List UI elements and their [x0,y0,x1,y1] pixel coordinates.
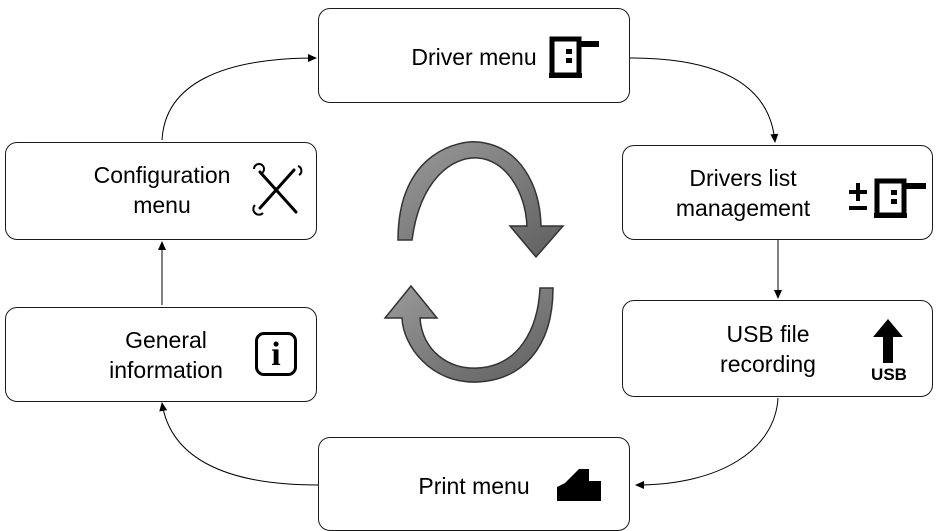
label-line: General [125,327,207,353]
usb-label: USB [871,365,907,384]
info-glyph: i [271,336,281,373]
node-usb-file-recording[interactable]: USB file recording USB [622,300,933,397]
node-print-menu[interactable]: Print menu [318,437,630,531]
label-line: USB file [726,321,810,347]
node-configuration-menu[interactable]: Configuration menu [5,142,317,240]
connector-config-to-driver [161,54,317,141]
label-line: menu [133,192,191,218]
tools-icon [252,163,303,216]
node-driver-menu-label: Driver menu [389,42,559,72]
print-icon [557,469,601,501]
node-driver-menu[interactable]: Driver menu [318,8,630,103]
node-general-info-label: General information [86,325,246,385]
circular-arrows-icon [383,141,565,383]
node-usb-file-label: USB file recording [683,319,853,379]
label-line: management [675,195,811,221]
node-configuration-label: Configuration menu [72,160,252,220]
node-print-menu-label: Print menu [394,471,554,501]
label-line: Print menu [418,473,530,499]
node-drivers-list-management[interactable]: Drivers list management [622,145,933,240]
info-icon: i [255,332,297,376]
up-arrow-icon [873,319,903,363]
label-line: Drivers list [689,165,797,191]
plus-minus-printer-head-icon [849,178,926,218]
label-line: information [109,357,223,383]
printer-head-icon [549,36,599,78]
node-general-information[interactable]: General information i [5,307,317,402]
usb-upload-icon: USB [863,317,913,387]
label-line: Driver menu [411,44,537,70]
node-drivers-list-label: Drivers list management [643,163,843,223]
connector-usb-to-print [635,397,779,489]
label-line: Configuration [93,162,231,188]
connector-print-to-info [159,402,319,486]
connector-driver-to-list [629,57,779,143]
label-line: recording [720,351,816,377]
